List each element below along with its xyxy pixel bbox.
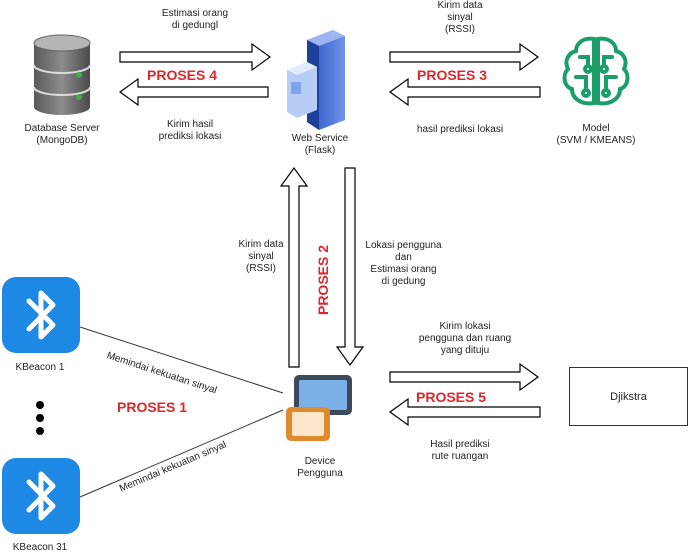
edge-label-device-to-ws-line2: sinyal	[248, 251, 274, 262]
edge-label-ws-to-db-line2: di gedungl	[171, 20, 219, 31]
proses-2-label: PROSES 2	[315, 244, 331, 316]
device-label-line2: Pengguna	[297, 468, 343, 479]
scan-line-beacon1	[79, 326, 284, 394]
edge-label-ws-to-model-line3: (RSSI)	[445, 24, 475, 35]
edge-label-ws-to-device-line4: di gedung	[381, 276, 426, 287]
beacon1-bluetooth-icon	[2, 277, 80, 353]
edge-label-ws-to-db: Estimasi orang di gedungl	[140, 8, 250, 32]
arrow-db-ws-left	[118, 77, 269, 107]
device-label: Device Pengguna	[270, 456, 370, 480]
arrow-ws-device-down	[335, 167, 365, 367]
edge-label-ws-to-device-line2: dan	[395, 252, 412, 263]
webservice-label: Web Service (Flask)	[270, 133, 370, 157]
edge-label-ws-to-db-line1: Estimasi orang	[161, 8, 229, 19]
webservice-label-line1: Web Service	[291, 133, 349, 144]
edge-label-db-to-ws: Kirim hasil prediksi lokasi	[140, 119, 240, 143]
database-label: Database Server (MongoDB)	[12, 123, 112, 147]
edge-label-djikstra-to-device: Hasil prediksi rute ruangan	[410, 439, 510, 463]
beacon1-label: KBeacon 1	[15, 362, 65, 373]
edge-label-device-to-djikstra-line3: yang dituju	[440, 345, 490, 356]
edge-label-ws-to-model: Kirim data sinyal (RSSI)	[410, 0, 510, 36]
djikstra-label: Djikstra	[610, 390, 647, 403]
proses-4-label: PROSES 4	[147, 67, 218, 83]
arrow-ws-model-right	[389, 42, 540, 72]
proses-3-label: PROSES 3	[417, 67, 488, 83]
arrow-device-ws-up	[279, 166, 309, 368]
scan-line-beacon31	[79, 409, 284, 498]
edge-label-device-to-ws-line3: (RSSI)	[246, 263, 276, 274]
model-brain-icon	[556, 33, 636, 113]
edge-label-ws-to-device-line3: Estimasi orang	[370, 264, 437, 275]
edge-label-device-to-djikstra-line2: pengguna dan ruang	[418, 333, 512, 344]
edge-label-model-to-ws-line1: hasil prediksi lokasi	[416, 124, 504, 135]
edge-label-ws-to-model-line2: sinyal	[447, 12, 473, 23]
model-label-line2: (SVM / KMEANS)	[556, 135, 636, 146]
device-label-line1: Device	[304, 456, 336, 467]
edge-label-ws-to-device-line1: Lokasi pengguna	[365, 240, 442, 251]
model-label-line1: Model	[582, 123, 610, 134]
database-label-line2: (MongoDB)	[36, 135, 88, 146]
edge-label-device-to-djikstra-line1: Kirim lokasi	[439, 321, 491, 332]
proses-5-label: PROSES 5	[416, 389, 487, 405]
arrow-djikstra-device-left	[388, 397, 541, 427]
edge-label-device-to-ws-line1: Kirim data	[238, 239, 284, 250]
edge-label-djikstra-to-device-line1: Hasil prediksi	[430, 439, 490, 450]
beacon31-bluetooth-icon	[2, 458, 80, 534]
djikstra-box: Djikstra	[569, 367, 688, 426]
edge-label-device-to-djikstra: Kirim lokasi pengguna dan ruang yang dit…	[405, 321, 525, 357]
beacon-ellipsis	[36, 401, 44, 435]
edge-label-model-to-ws: hasil prediksi lokasi	[400, 124, 520, 136]
database-label-line1: Database Server	[24, 123, 100, 134]
arrow-ws-db-right	[119, 42, 272, 72]
proses-1-label: PROSES 1	[117, 399, 188, 415]
edge-label-ws-to-device: Lokasi pengguna dan Estimasi orang di ge…	[356, 240, 451, 288]
edge-label-db-to-ws-line1: Kirim hasil	[166, 119, 214, 130]
edge-label-djikstra-to-device-line2: rute ruangan	[431, 451, 489, 462]
server-icon	[285, 30, 347, 130]
webservice-label-line2: (Flask)	[304, 145, 336, 156]
edge-label-ws-to-model-line1: Kirim data	[437, 0, 483, 11]
arrow-model-ws-left	[388, 77, 541, 107]
edge-label-db-to-ws-line2: prediksi lokasi	[158, 131, 222, 142]
database-icon	[31, 33, 93, 117]
device-icon	[284, 373, 354, 443]
model-label: Model (SVM / KMEANS)	[546, 123, 646, 147]
beacon31-label: KBeacon 31	[12, 542, 68, 553]
edge-label-device-to-ws: Kirim data sinyal (RSSI)	[226, 239, 296, 275]
arrow-device-djikstra-right	[389, 362, 540, 392]
